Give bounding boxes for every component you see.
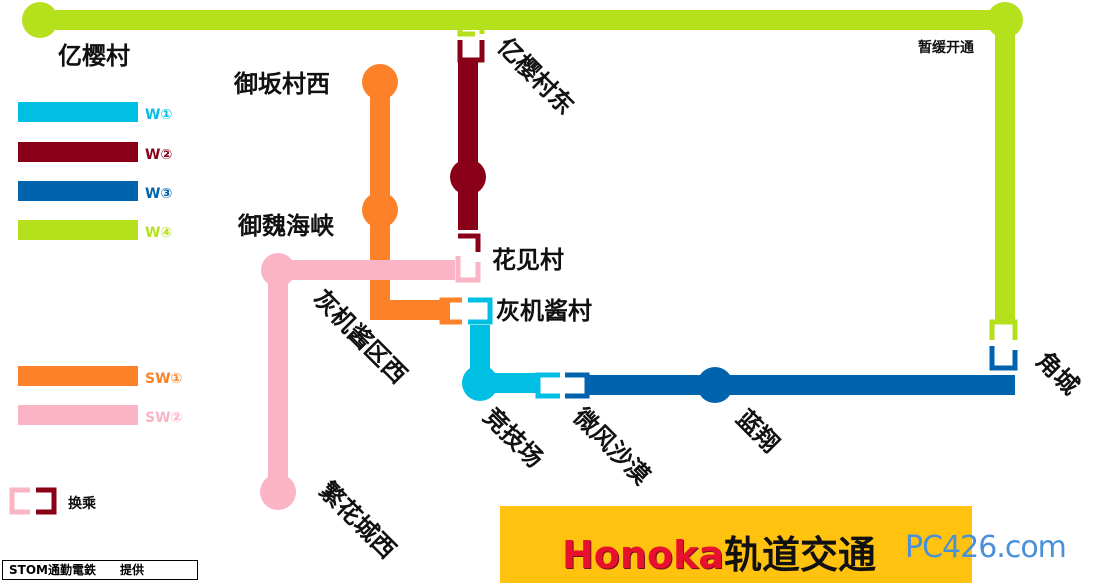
legend-transfer-label: 换乘: [68, 495, 97, 512]
legend-label-w1: W①: [145, 107, 172, 123]
station-dot-yuwei-haixia: [362, 192, 398, 228]
credit-box: STOM通勤電鉄 提供: [2, 560, 198, 580]
station-dot-suspended: [987, 2, 1023, 38]
station-dot-yubancun-xi: [362, 64, 398, 100]
station-dot-yiyingcun: [22, 2, 58, 38]
legend-label-w4: W④: [145, 225, 172, 241]
transfer-icon-huiji-jiangcun: [439, 297, 493, 325]
station-label-yuwei-haixia: 御魏海峡: [237, 212, 334, 240]
legend-label-w2: W②: [145, 147, 172, 163]
transfer-icon-weifeng-shamo: [535, 372, 590, 399]
station-label-yubancun-xi: 御坂村西: [233, 70, 330, 98]
station-dot-w2-mid: [450, 159, 486, 195]
legend-swatch-sw1: [18, 366, 138, 386]
station-label-lanxiang: 蓝翔: [731, 404, 785, 458]
brand-latin: Honoka: [562, 533, 724, 577]
legend-transfer-icon: [9, 487, 57, 515]
transfer-icon-jiaocheng: [989, 319, 1018, 371]
station-dot-fanhua-chengxi: [260, 474, 296, 510]
station-label-huajiancun: 花见村: [492, 246, 564, 274]
suspended-note: 暂缓开通: [918, 39, 974, 56]
brand-title: Honoka轨道交通: [562, 524, 876, 579]
station-dot-jingjichang: [462, 365, 498, 401]
line-sw1: [370, 82, 450, 320]
watermark: PC426.com: [905, 530, 1067, 565]
station-label-jingjichang: 竞技场: [478, 402, 549, 473]
station-label-fanhua-chengxi: 繁花城西: [314, 476, 402, 564]
station-dot-lanxiang: [697, 367, 733, 403]
legend-swatch-w2: [18, 142, 138, 162]
legend-label-sw2: SW②: [145, 410, 182, 426]
legend: W① W② W③ W④ SW① SW② 换乘: [9, 102, 182, 515]
legend-swatch-sw2: [18, 405, 138, 425]
brand-banner: Honoka轨道交通: [500, 506, 972, 583]
station-dot-sw2-top: [261, 253, 295, 287]
station-label-yiyingcun: 亿樱村: [58, 42, 130, 70]
station-label-weifeng-shamo: 微风沙漠: [567, 402, 656, 491]
station-label-huiji-jiangcun: 灰机酱村: [496, 297, 592, 325]
transfer-icon-yiyingcun-dong: [457, 14, 485, 63]
transfer-icon-huajiancun: [455, 233, 481, 283]
station-label-jiaocheng: 角城: [1031, 346, 1085, 400]
legend-swatch-w3: [18, 181, 138, 201]
legend-label-w3: W③: [145, 186, 172, 202]
brand-cn: 轨道交通: [723, 533, 876, 577]
legend-label-sw1: SW①: [145, 371, 182, 387]
legend-swatch-w1: [18, 102, 138, 122]
legend-swatch-w4: [18, 220, 138, 240]
station-label-yiyingcun-dong: 亿樱村东: [492, 32, 580, 120]
